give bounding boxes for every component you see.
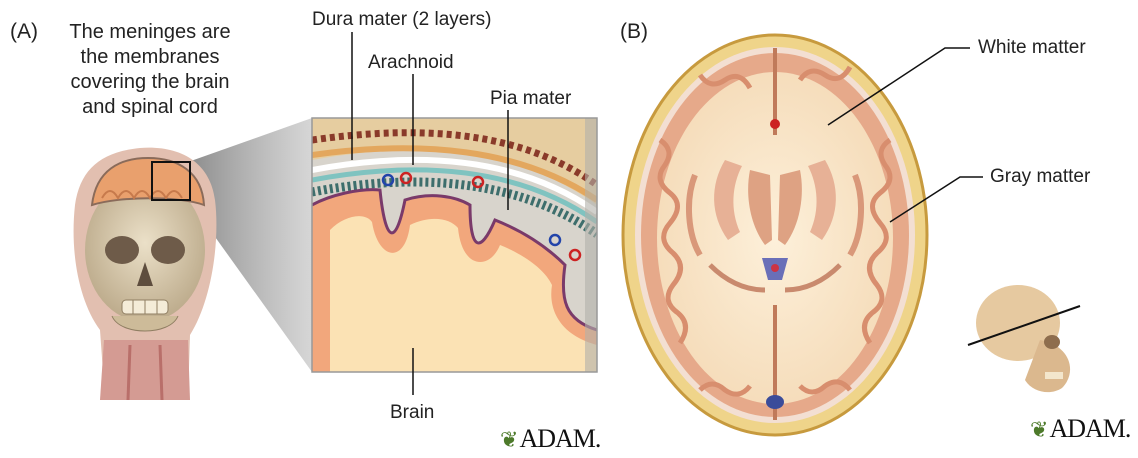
pia-mater-label: Pia mater xyxy=(490,88,571,110)
caption-line: and spinal cord xyxy=(30,95,270,120)
white-matter-label: White matter xyxy=(978,37,1086,59)
adam-logo: ❦ADAM. xyxy=(1030,414,1130,444)
caption-line: covering the brain xyxy=(30,70,270,95)
caption-line: the membranes xyxy=(30,45,270,70)
brain-label: Brain xyxy=(390,402,434,424)
meninges-zoom-inset xyxy=(312,118,597,372)
adam-logo-text: ADAM. xyxy=(1049,414,1130,443)
leaf-icon: ❦ xyxy=(500,428,517,453)
leaf-icon: ❦ xyxy=(1030,418,1047,443)
adam-logo-text: ADAM. xyxy=(519,424,600,453)
adam-logo: ❦ADAM. xyxy=(500,424,600,454)
panel-b: (B) White matter Gray matter ❦ADAM. xyxy=(600,0,1138,458)
dura-mater-label: Dura mater (2 layers) xyxy=(312,9,492,31)
axial-brain-section xyxy=(623,35,927,435)
panel-b-illustration xyxy=(600,0,1138,458)
gray-matter-label: Gray matter xyxy=(990,166,1090,188)
caption-line: The meninges are xyxy=(30,20,270,45)
skull-orientation-thumbnail xyxy=(968,285,1080,392)
meninges-caption: The meninges are the membranes covering … xyxy=(30,20,270,120)
arachnoid-label: Arachnoid xyxy=(368,52,454,74)
panel-a: (A) The meninges are the membranes cover… xyxy=(0,0,620,458)
panel-b-letter: (B) xyxy=(620,20,648,44)
head-figure xyxy=(74,148,217,400)
